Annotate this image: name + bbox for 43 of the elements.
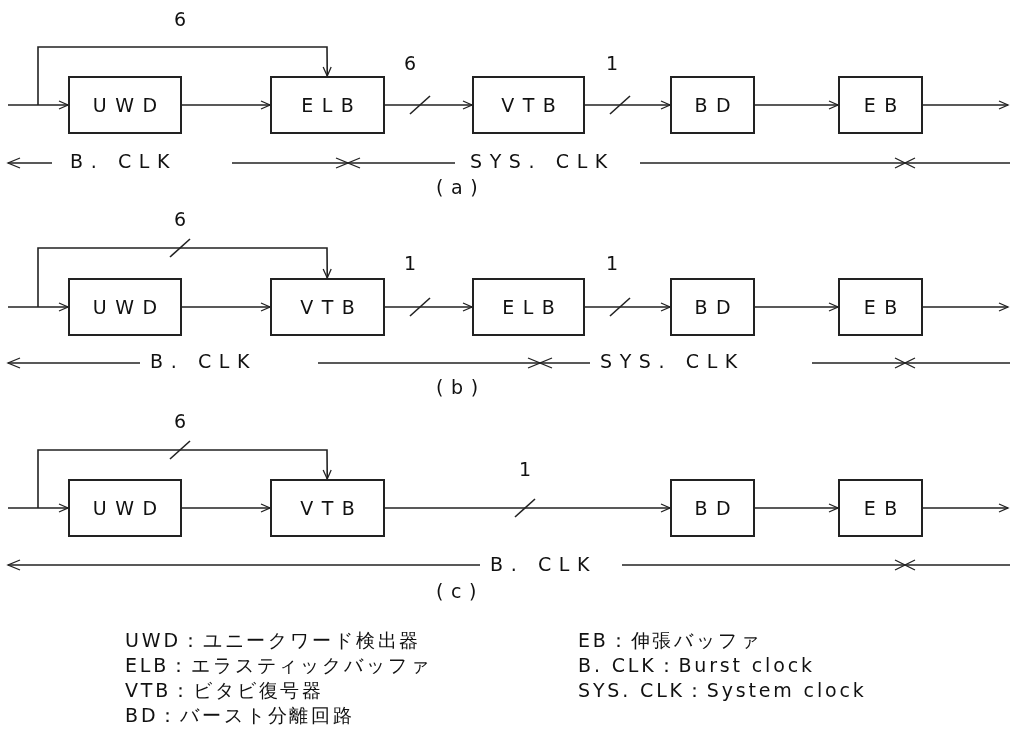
process-box xyxy=(68,76,182,134)
process-box xyxy=(270,278,385,336)
block-label: BD xyxy=(694,296,740,318)
block-label: EB xyxy=(863,94,906,116)
block-label: UWD xyxy=(92,497,166,519)
edge-label: 6 xyxy=(173,208,187,230)
edge-label: 1 xyxy=(403,252,417,274)
process-box xyxy=(838,479,923,537)
block-label: VTB xyxy=(300,497,364,519)
block-label: BD xyxy=(694,497,740,519)
edge-label: 6 xyxy=(173,410,187,432)
process-box xyxy=(670,278,755,336)
block-label: UWD xyxy=(92,296,166,318)
legend-entry: SYS. CLK：System clock xyxy=(578,678,867,703)
legend-entry: VTB：ビタビ復号器 xyxy=(125,678,325,703)
block-label: ELB xyxy=(502,296,564,318)
process-box xyxy=(270,479,385,537)
edge-label: 1 xyxy=(605,52,619,74)
legend-entry: ELB：エラスティックバッファ xyxy=(125,653,432,678)
legend-entry: BD：バースト分離回路 xyxy=(125,703,355,728)
process-box xyxy=(68,479,182,537)
process-box xyxy=(838,76,923,134)
legend-entry: EB：伸張バッファ xyxy=(578,628,762,653)
process-box xyxy=(68,278,182,336)
block-label: EB xyxy=(863,296,906,318)
process-box xyxy=(670,76,755,134)
block-label: UWD xyxy=(92,94,166,116)
block-label: BD xyxy=(694,94,740,116)
process-box xyxy=(472,278,585,336)
edge-label: 1 xyxy=(605,252,619,274)
legend-entry: B. CLK：Burst clock xyxy=(578,653,815,678)
edge-label: 6 xyxy=(173,8,187,30)
block-label: VTB xyxy=(300,296,364,318)
block-label: EB xyxy=(863,497,906,519)
process-box xyxy=(838,278,923,336)
process-box xyxy=(270,76,385,134)
edge-label: 6 xyxy=(403,52,417,74)
process-box xyxy=(670,479,755,537)
edge-label: 1 xyxy=(518,458,532,480)
block-label: VTB xyxy=(501,94,565,116)
block-label: ELB xyxy=(301,94,363,116)
legend-entry: UWD：ユニークワード検出器 xyxy=(125,628,422,653)
process-box xyxy=(472,76,585,134)
